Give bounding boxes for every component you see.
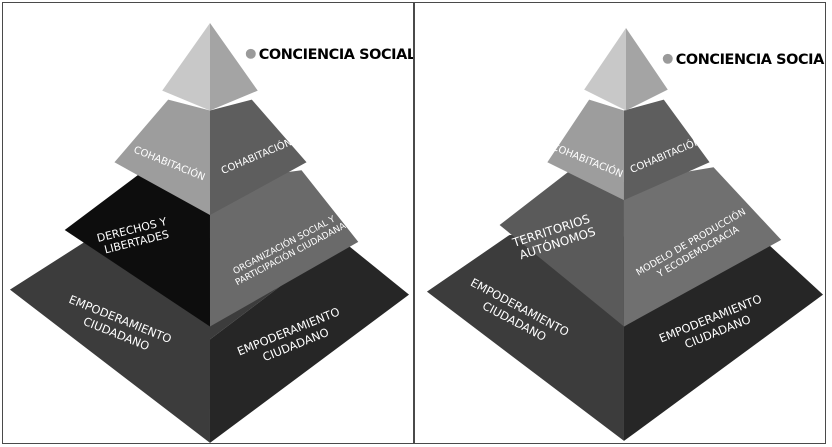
apex-right-face [625, 27, 668, 111]
pyramid-diagram-left: CONCIENCIA SOCIAL COHABITACIÓN COHABITAC… [9, 22, 413, 443]
apex-right-face [209, 22, 258, 111]
cohab-right-face [623, 99, 710, 201]
pyramid-panel-left: CONCIENCIA SOCIAL COHABITACIÓN COHABITAC… [2, 2, 414, 444]
apex-marker-icon [662, 53, 673, 64]
mid-right-face [623, 167, 782, 327]
cohab-left-face [114, 99, 210, 216]
base-right-face [209, 239, 410, 443]
apex-left-face [584, 27, 626, 111]
pyramid-diagram-right: CONCIENCIA SOCIAL COHABITACIÓN COHABITAC… [426, 27, 825, 441]
mid-left-face [64, 170, 210, 327]
cohab-right-face [209, 99, 307, 216]
apex-marker-icon [245, 48, 256, 59]
pyramid-panel-right: CONCIENCIA SOCIAL COHABITACIÓN COHABITAC… [414, 2, 826, 444]
mid-right-face [209, 170, 359, 327]
apex-left-face [162, 22, 210, 111]
mid-left-face [499, 167, 624, 327]
base-right-face [623, 237, 824, 441]
apex-label: CONCIENCIA SOCIAL [676, 52, 825, 68]
cohab-left-face [547, 99, 624, 201]
apex-label: CONCIENCIA SOCIAL [259, 47, 413, 63]
